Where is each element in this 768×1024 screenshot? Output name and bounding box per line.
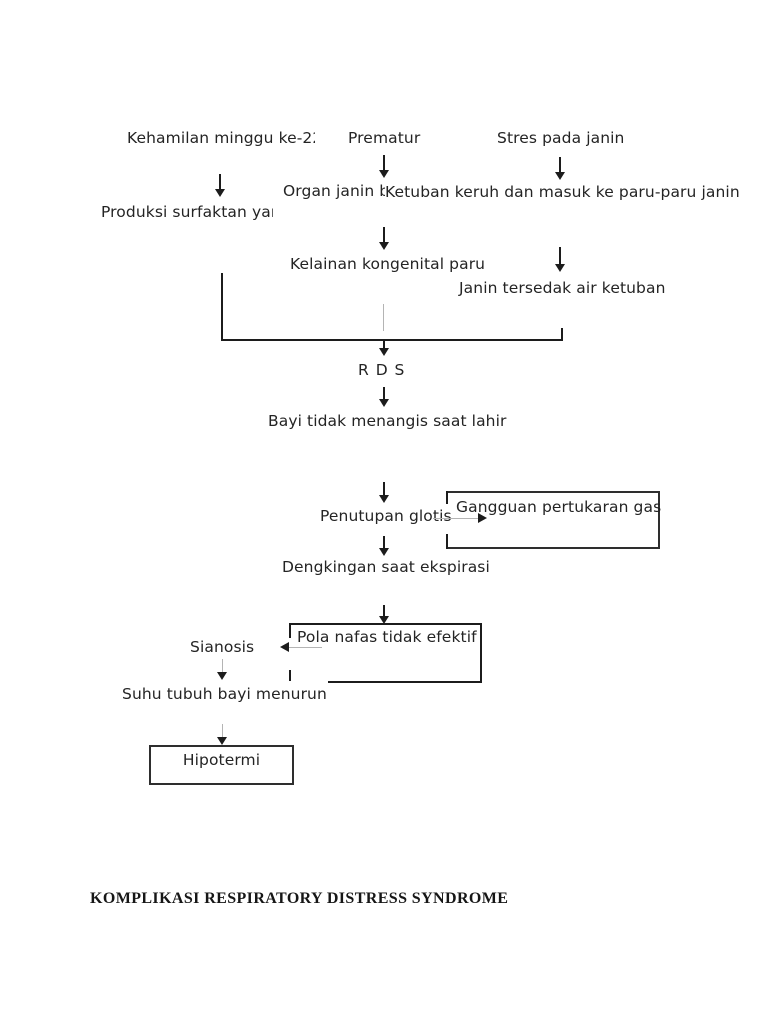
box-hipotermi: Hipotermi <box>149 745 294 785</box>
node-suhu-tubuh: Suhu tubuh bayi menurun <box>122 685 327 703</box>
box-gangguan-pertukaran-gas <box>446 491 660 549</box>
bracket-bottom-line <box>221 339 563 341</box>
box-pola-left-bottom-tick <box>289 670 291 681</box>
node-kelainan-kongenital: Kelainan kongenital paru <box>290 255 486 273</box>
node-janin-tersedak: Janin tersedak air ketuban <box>459 279 666 297</box>
node-ketuban-keruh: Ketuban keruh dan masuk ke paru-paru jan… <box>385 183 740 201</box>
node-penutupan-glotis: Penutupan glotis <box>320 507 452 525</box>
box-gangguan-left-top-tick <box>446 491 448 504</box>
arrow-down-icon <box>378 387 390 407</box>
page-title: KOMPLIKASI RESPIRATORY DISTRESS SYNDROME <box>90 890 509 907</box>
node-gangguan-pertukaran: Gangguan pertukaran gas <box>456 498 662 516</box>
node-prematur: Prematur <box>348 129 421 147</box>
node-bayi-tidak-menangis: Bayi tidak menangis saat lahir <box>268 412 507 430</box>
node-stres-pada-janin: Stres pada janin <box>497 129 625 147</box>
arrow-down-icon <box>378 482 390 503</box>
bracket-left-line <box>221 273 223 341</box>
node-hipotermi: Hipotermi <box>182 751 261 769</box>
box-pola-left-top-tick <box>289 623 291 638</box>
arrow-left-icon <box>280 642 322 652</box>
node-organ-janin: Organ janin b <box>283 182 385 200</box>
arrow-right-icon <box>433 513 487 523</box>
arrow-down-icon <box>378 605 390 624</box>
box-gangguan-left-bottom-tick <box>446 534 448 549</box>
node-produksi-surfaktan: Produksi surfaktan yan <box>101 203 273 221</box>
arrow-down-icon <box>554 157 566 180</box>
bracket-right-line <box>561 328 563 341</box>
arrow-down-icon <box>378 341 390 356</box>
bracket-center-line <box>383 304 384 331</box>
arrow-down-icon <box>378 155 390 178</box>
box-pola-top-line <box>289 623 482 625</box>
node-pola-nafas: Pola nafas tidak efektif <box>297 628 477 646</box>
arrow-down-icon <box>216 659 228 680</box>
arrow-down-icon <box>216 724 228 745</box>
arrow-down-icon <box>378 227 390 250</box>
arrow-down-icon <box>554 247 566 272</box>
node-rds: R D S <box>358 361 406 379</box>
node-dengkingan-ekspirasi: Dengkingan saat ekspirasi <box>282 558 490 576</box>
node-sianosis: Sianosis <box>190 638 255 656</box>
arrow-down-icon <box>214 174 226 197</box>
box-pola-bottom-line <box>328 681 482 683</box>
node-kehamilan-minggu: Kehamilan minggu ke-22 <box>127 129 315 147</box>
box-pola-right-line <box>480 623 482 683</box>
arrow-down-icon <box>378 536 390 556</box>
